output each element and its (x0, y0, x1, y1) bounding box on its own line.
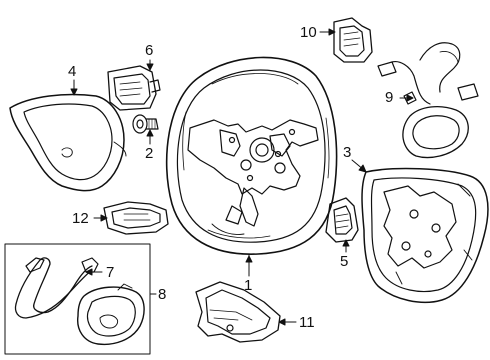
kit-box (4, 243, 151, 355)
callout-8: 8 (158, 286, 167, 303)
lower-cover-part (195, 281, 281, 343)
callout-10: 10 (300, 24, 317, 41)
airbag-cover-part (77, 283, 145, 346)
callout-5: 5 (340, 253, 349, 270)
bezel-part (14, 257, 99, 319)
callout-1: 1 (244, 277, 253, 294)
steering-wheel-part (165, 56, 338, 255)
callout-7: 7 (106, 264, 115, 281)
rear-cover-part (361, 167, 489, 304)
callout-11: 11 (299, 314, 315, 331)
switch-module-part (107, 65, 161, 111)
bolt-part (132, 114, 159, 134)
callout-4: 4 (68, 63, 77, 80)
callout-9: 9 (385, 89, 394, 106)
callout-6: 6 (145, 42, 154, 59)
callout-2: 2 (145, 145, 154, 162)
callout-12: 12 (72, 210, 89, 227)
cruise-switch-part (103, 201, 169, 235)
callout-3: 3 (343, 144, 352, 161)
paddle-switch-part (325, 197, 359, 243)
control-switch-part (333, 17, 373, 63)
leader-lines (70, 28, 414, 326)
garnish-part (9, 93, 127, 192)
